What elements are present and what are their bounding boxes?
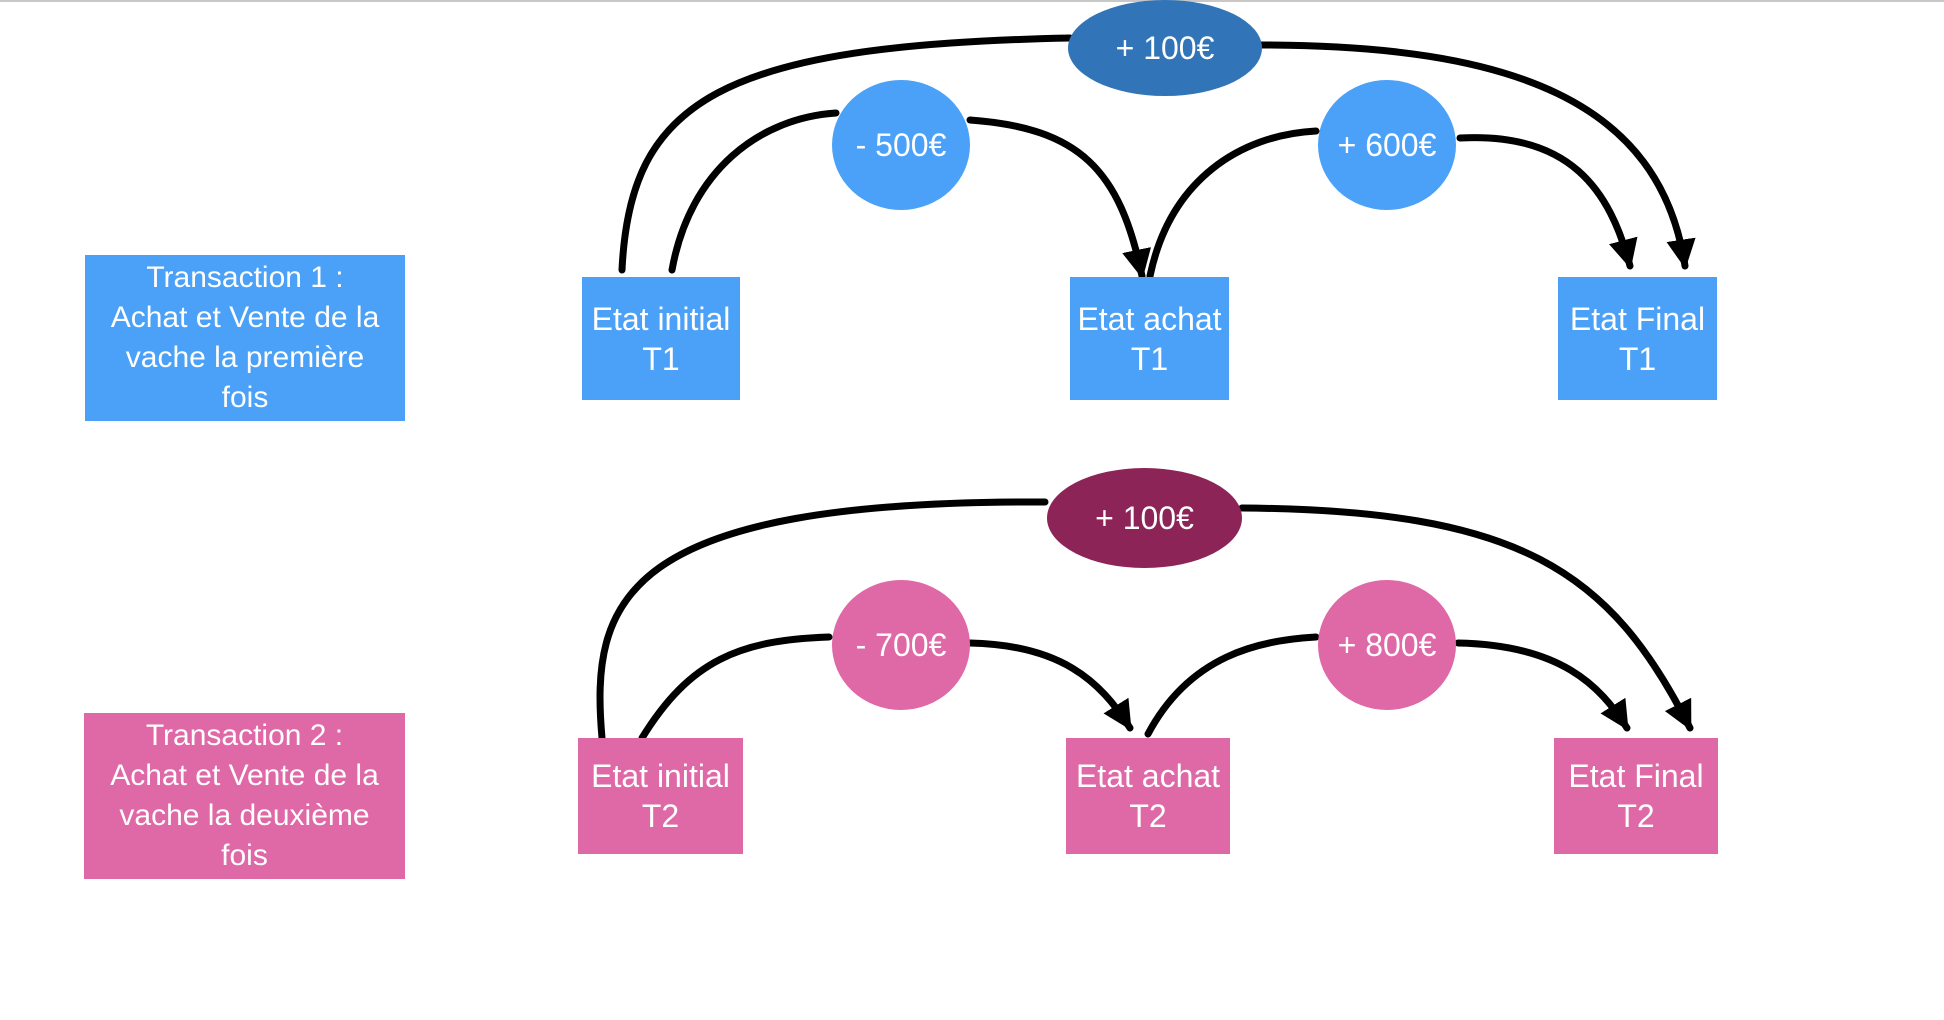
arrow-t2-sell-to-final	[1454, 639, 1631, 732]
arrow-t1-initial-to-buy	[668, 109, 840, 274]
amount-buy-t2: - 700€	[832, 580, 970, 710]
arrow-t2-buy-to-achat	[966, 639, 1134, 732]
amount-sell-t1: + 600€	[1318, 80, 1456, 210]
transaction-2-label: Transaction 2 : Achat et Vente de la vac…	[84, 713, 405, 879]
arrow-t2-initial-to-buy	[638, 633, 833, 742]
state-initial-t1: Etat initial T1	[582, 277, 740, 400]
arrow-t1-sell-to-final	[1456, 134, 1638, 270]
amount-total-t2: + 100€	[1047, 468, 1242, 568]
amount-total-t1: + 100€	[1068, 0, 1262, 96]
arrow-t2-total-to-final	[1238, 504, 1694, 732]
state-achat-t1: Etat achat T1	[1070, 277, 1229, 400]
state-final-t1: Etat Final T1	[1558, 277, 1717, 400]
top-divider	[0, 0, 1944, 2]
state-final-t2: Etat Final T2	[1554, 738, 1718, 854]
amount-sell-t2: + 800€	[1318, 580, 1456, 710]
arrow-t1-initial-to-total	[618, 34, 1074, 274]
state-achat-t2: Etat achat T2	[1066, 738, 1230, 854]
arrow-t1-total-to-final	[1256, 41, 1696, 270]
state-initial-t2: Etat initial T2	[578, 738, 743, 854]
arrow-t2-achat-to-sell	[1144, 633, 1320, 738]
amount-buy-t1: - 500€	[832, 80, 970, 210]
arrow-t2-initial-to-total	[596, 498, 1049, 742]
transaction-1-label: Transaction 1 : Achat et Vente de la vac…	[85, 255, 405, 421]
arrow-t1-achat-to-sell	[1146, 127, 1320, 280]
arrow-t1-buy-to-achat	[966, 116, 1152, 280]
